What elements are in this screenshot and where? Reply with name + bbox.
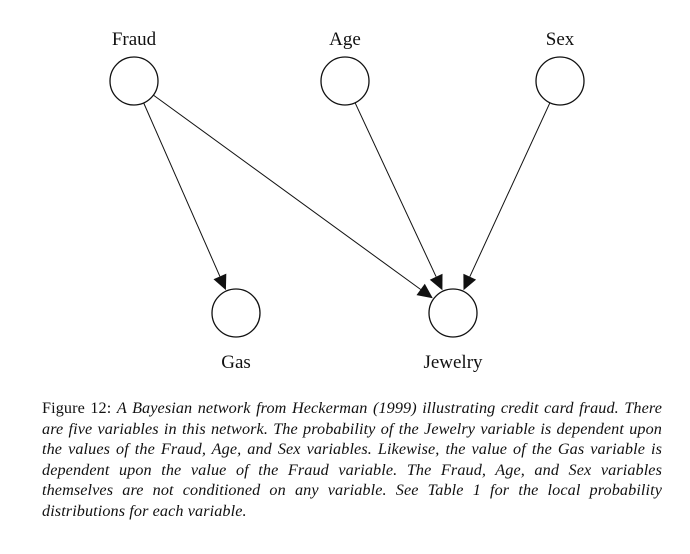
arrowhead-icon: [416, 283, 433, 299]
node-jewelry: Jewelry: [423, 288, 483, 373]
arrowhead-icon: [213, 273, 227, 291]
node-circle: [320, 56, 370, 106]
edge-sex-to-jewelry: [463, 102, 551, 291]
node-label: Sex: [546, 29, 575, 50]
node-label: Gas: [221, 352, 251, 373]
figure-caption: Figure 12: A Bayesian network from Hecke…: [42, 398, 662, 521]
node-label: Age: [329, 29, 361, 50]
edge-line: [143, 102, 221, 277]
edges-layer: [143, 94, 551, 299]
caption-label: Figure 12:: [42, 399, 112, 417]
edge-line: [469, 102, 551, 277]
node-sex: Sex: [535, 29, 585, 106]
node-gas: Gas: [211, 288, 261, 373]
node-circle: [535, 56, 585, 106]
edge-line: [153, 94, 421, 290]
node-circle: [211, 288, 261, 338]
node-age: Age: [320, 29, 370, 106]
node-label: Jewelry: [423, 352, 483, 373]
edge-age-to-jewelry: [354, 102, 443, 291]
arrowhead-icon: [429, 273, 443, 291]
edge-line: [354, 102, 437, 277]
caption-text: A Bayesian network from Heckerman (1999)…: [42, 399, 662, 520]
node-label: Fraud: [112, 29, 157, 50]
node-circle: [109, 56, 159, 106]
node-fraud: Fraud: [109, 29, 159, 106]
node-circle: [428, 288, 478, 338]
arrowhead-icon: [463, 273, 477, 291]
edge-fraud-to-jewelry: [153, 94, 433, 299]
edge-fraud-to-gas: [143, 102, 227, 291]
